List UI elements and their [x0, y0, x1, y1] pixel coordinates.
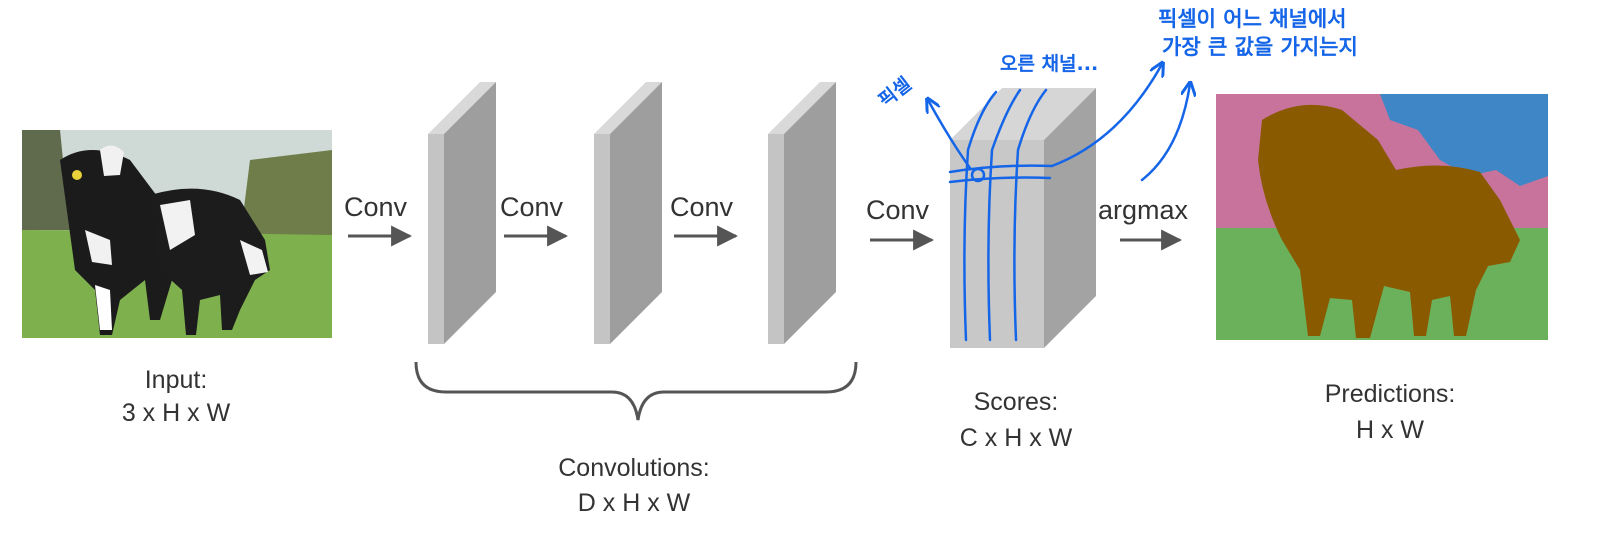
handwritten-argmax-note-line2: 가장 큰 값을 가지는지 — [1162, 35, 1358, 59]
input-dims: 3 x H x W — [122, 399, 231, 427]
conv-sheet-3 — [768, 82, 836, 344]
scores-title: Scores: — [974, 388, 1059, 416]
handwritten-pixel-note: 픽셀 — [875, 73, 916, 112]
scores-block — [950, 88, 1096, 348]
scores-dims: C x H x W — [960, 424, 1073, 452]
conv-sheet-2 — [594, 82, 662, 344]
convolutions-brace — [414, 361, 858, 421]
conv-label-3: Conv — [670, 192, 734, 222]
handwritten-channel-lines — [928, 64, 1190, 342]
prediction-segmentation-mask — [1216, 94, 1548, 340]
input-title: Input: — [145, 366, 208, 394]
conv-sheet-1 — [428, 82, 496, 344]
argmax-label: argmax — [1098, 195, 1189, 225]
predictions-dims: H x W — [1356, 416, 1424, 444]
conv-label-4: Conv — [866, 195, 930, 225]
convolutions-dims: D x H x W — [578, 489, 691, 517]
input-cow-photo — [22, 130, 332, 338]
conv-label-1: Conv — [344, 192, 408, 222]
handwritten-channels-note: 오른 채널... — [1000, 53, 1098, 75]
handwritten-argmax-note-line1: 픽셀이 어느 채널에서 — [1158, 7, 1347, 31]
convolutions-title: Convolutions: — [558, 454, 709, 482]
predictions-title: Predictions: — [1325, 380, 1456, 408]
conv-label-2: Conv — [500, 192, 564, 222]
